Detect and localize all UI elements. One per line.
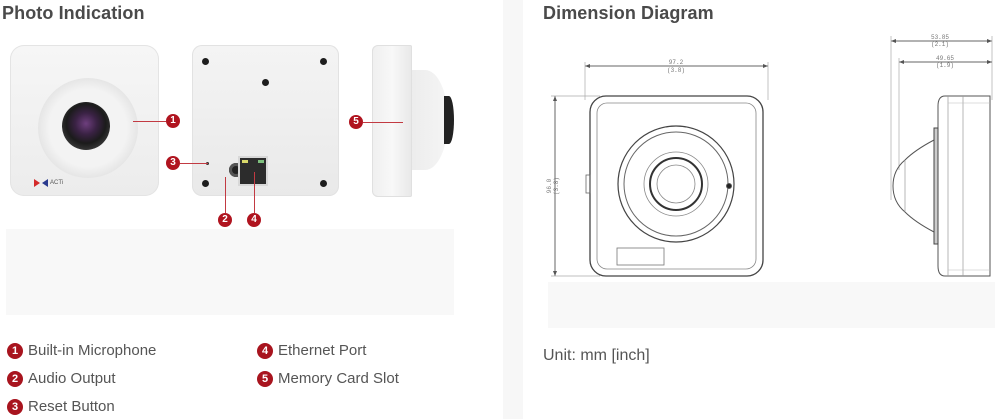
legend-number: 4	[257, 343, 273, 359]
leader-line	[133, 121, 166, 122]
legend-number: 3	[7, 399, 23, 415]
legend-number: 1	[7, 343, 23, 359]
leader-line	[254, 172, 255, 213]
callout-3: 3	[166, 156, 180, 170]
camera-side-lens	[444, 96, 454, 144]
front-height-inch: (3.8)	[553, 177, 560, 195]
unit-label: Unit: mm [inch]	[543, 347, 650, 364]
camera-side-dome	[410, 70, 448, 170]
screw	[202, 58, 209, 65]
acti-logo-icon	[34, 179, 48, 187]
leader-line	[180, 163, 208, 164]
front-width-inch: (3.8)	[667, 67, 685, 74]
callout-2: 2	[218, 213, 232, 227]
camera-lens	[62, 102, 110, 150]
legend-label: Audio Output	[28, 370, 116, 387]
screw	[320, 180, 327, 187]
ethernet-led-icon	[258, 160, 264, 163]
side-total-depth-inch: (2.1)	[931, 41, 949, 48]
side-body-depth-mm: 49.65	[936, 55, 954, 62]
legend-label: Ethernet Port	[278, 342, 367, 359]
callout-4: 4	[247, 213, 261, 227]
front-height-mm: 96.0	[546, 178, 553, 193]
legend-label: Reset Button	[28, 398, 115, 415]
screw	[262, 79, 269, 86]
callout-5: 5	[349, 115, 363, 129]
front-width-mm: 97.2	[669, 59, 684, 66]
column-divider	[503, 0, 523, 419]
camera-back-photo	[192, 45, 339, 196]
legend-label: Built-in Microphone	[28, 342, 157, 359]
side-body-depth-inch: (1.9)	[936, 62, 954, 69]
leader-line	[225, 177, 226, 213]
camera-front-photo: ACTi	[10, 45, 159, 196]
screw	[320, 58, 327, 65]
screw	[202, 180, 209, 187]
legend-number: 5	[257, 371, 273, 387]
legend-label: Memory Card Slot	[278, 370, 399, 387]
ethernet-port	[238, 156, 268, 186]
camera-side-photo	[372, 45, 412, 197]
photo-floor-shadow	[6, 229, 454, 315]
legend-number: 2	[7, 371, 23, 387]
side-total-depth-mm: 53.85	[931, 34, 949, 41]
dimension-diagram-heading: Dimension Diagram	[543, 3, 714, 23]
brand-logo-text: ACTi	[50, 180, 64, 186]
callout-1: 1	[166, 114, 180, 128]
ethernet-led-icon	[242, 160, 248, 163]
diagram-floor-shadow	[548, 282, 995, 328]
leader-line	[363, 122, 403, 123]
photo-indication-heading: Photo Indication	[2, 3, 145, 23]
